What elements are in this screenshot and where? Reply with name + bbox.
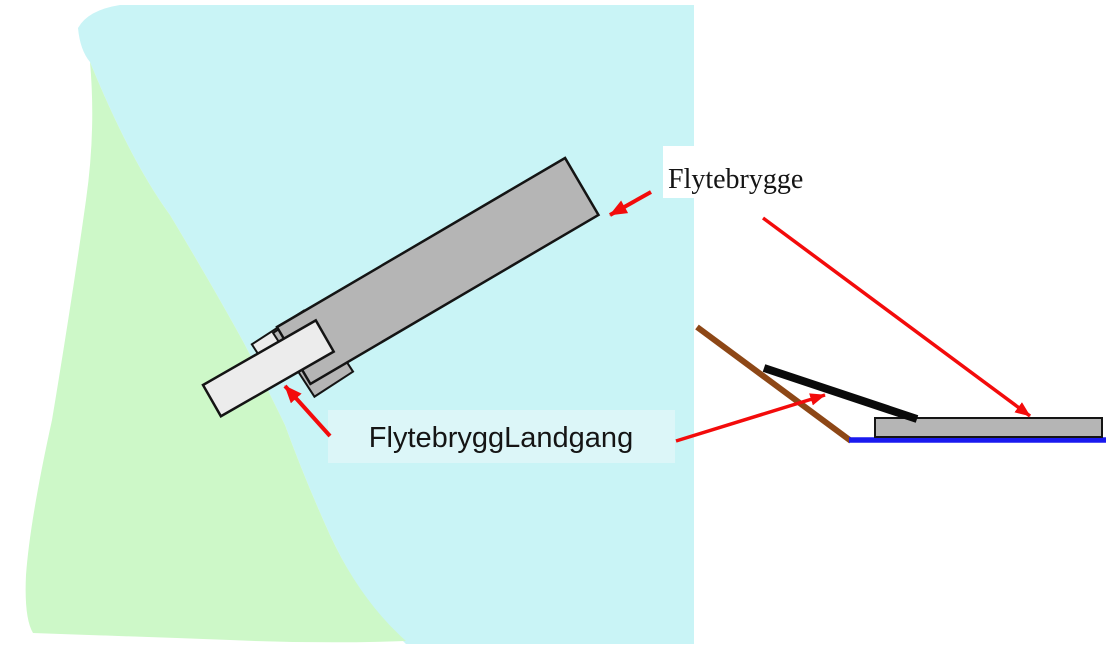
arrow-landgang-to-plan-gangway (283, 384, 332, 438)
flytebrygge-label-box (663, 146, 805, 198)
flytebrygge-label: Flytebrygge (668, 164, 803, 195)
side-dock (874, 417, 1103, 438)
arrow-landgang-to-side-gangway (675, 393, 826, 443)
landgang-label-box (328, 410, 675, 463)
landgang-label: FlytebryggLandgang (369, 422, 633, 454)
side-gangway-bar (762, 364, 919, 423)
side-slope-line (695, 324, 853, 444)
arrow-flytebrygge-to-plan-dock (609, 190, 652, 217)
land-area (25, 62, 407, 643)
plan-gangway (201, 318, 336, 418)
arrow-flytebrygge-to-side-dock (761, 216, 1032, 418)
